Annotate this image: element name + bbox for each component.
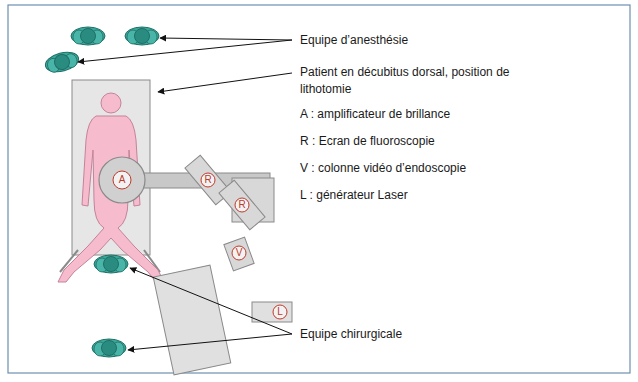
video-column xyxy=(224,237,254,271)
callout-letter: A xyxy=(119,175,126,185)
callout-letter: R xyxy=(204,175,211,185)
anesthesia-team xyxy=(43,27,159,75)
legend-entry: A : amplificateur de brillance xyxy=(300,106,450,123)
legend-entry: L : générateur Laser xyxy=(300,187,408,204)
legend-entry: R : Ecran de fluoroscopie xyxy=(300,133,435,150)
frame xyxy=(8,5,630,373)
callout-letter: V xyxy=(236,248,243,258)
laser-generator xyxy=(252,302,292,322)
instrument-table xyxy=(153,265,231,375)
callout-letter: L xyxy=(277,307,283,317)
surgical-team xyxy=(92,255,128,357)
fluoroscopy-screens xyxy=(185,155,265,230)
callout-letter: R xyxy=(238,200,245,210)
team-label: Equipe chirurgicale xyxy=(300,326,402,343)
legend-entry: V : colonne vidéo d’endoscopie xyxy=(300,160,466,177)
leader-arrows xyxy=(78,38,292,350)
patient-label: Patient en décubitus dorsal, position de… xyxy=(300,64,540,98)
team-label: Equipe d’anesthésie xyxy=(300,32,408,49)
